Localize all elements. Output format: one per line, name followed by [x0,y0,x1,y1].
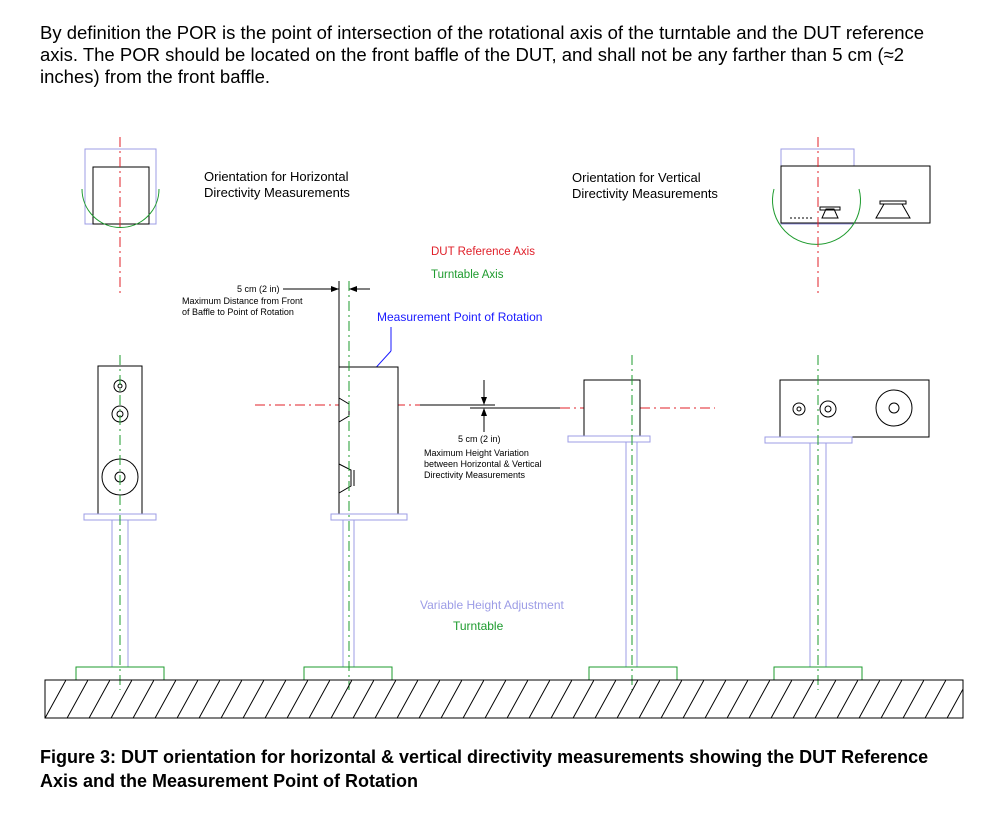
legend-dut-reference-axis: DUT Reference Axis [431,246,535,258]
plan-view-horizontal [81,137,160,293]
intro-paragraph: By definition the POR is the point of in… [40,22,925,87]
height-variation-annotation: 5 cm (2 in) Maximum Height Variation bet… [420,380,560,480]
distance-label: 5 cm (2 in) [237,284,280,294]
height-label: 5 cm (2 in) [458,434,501,444]
height-desc-line1: Maximum Height Variation [424,448,529,458]
height-desc-line2: between Horizontal & Vertical [424,459,542,469]
horizontal-title-line1: Orientation for Horizontal [204,169,349,184]
figure-caption: Figure 3: DUT orientation for horizontal… [40,747,929,791]
stand-vertical-front [764,355,930,690]
vertical-title-line2: Directivity Measurements [572,186,718,201]
plan-view-vertical [772,137,931,293]
legend-turntable-axis: Turntable Axis [431,269,504,281]
stand-vertical-side [567,355,678,690]
floor-hatch [44,679,964,719]
stand-horizontal-side [303,281,408,690]
distance-desc-line1: Maximum Distance from Front [182,296,303,306]
stand-horizontal-front [75,355,165,690]
vertical-title-line1: Orientation for Vertical [572,170,701,185]
variable-height-label: Variable Height Adjustment [420,598,565,612]
height-desc-line3: Directivity Measurements [424,470,526,480]
measurement-point-label: Measurement Point of Rotation [377,310,542,324]
turntable-label: Turntable [453,619,504,633]
horizontal-title-line2: Directivity Measurements [204,185,350,200]
distance-desc-line2: of Baffle to Point of Rotation [182,307,294,317]
baffle-distance-annotation: 5 cm (2 in) Maximum Distance from Front … [182,281,370,372]
